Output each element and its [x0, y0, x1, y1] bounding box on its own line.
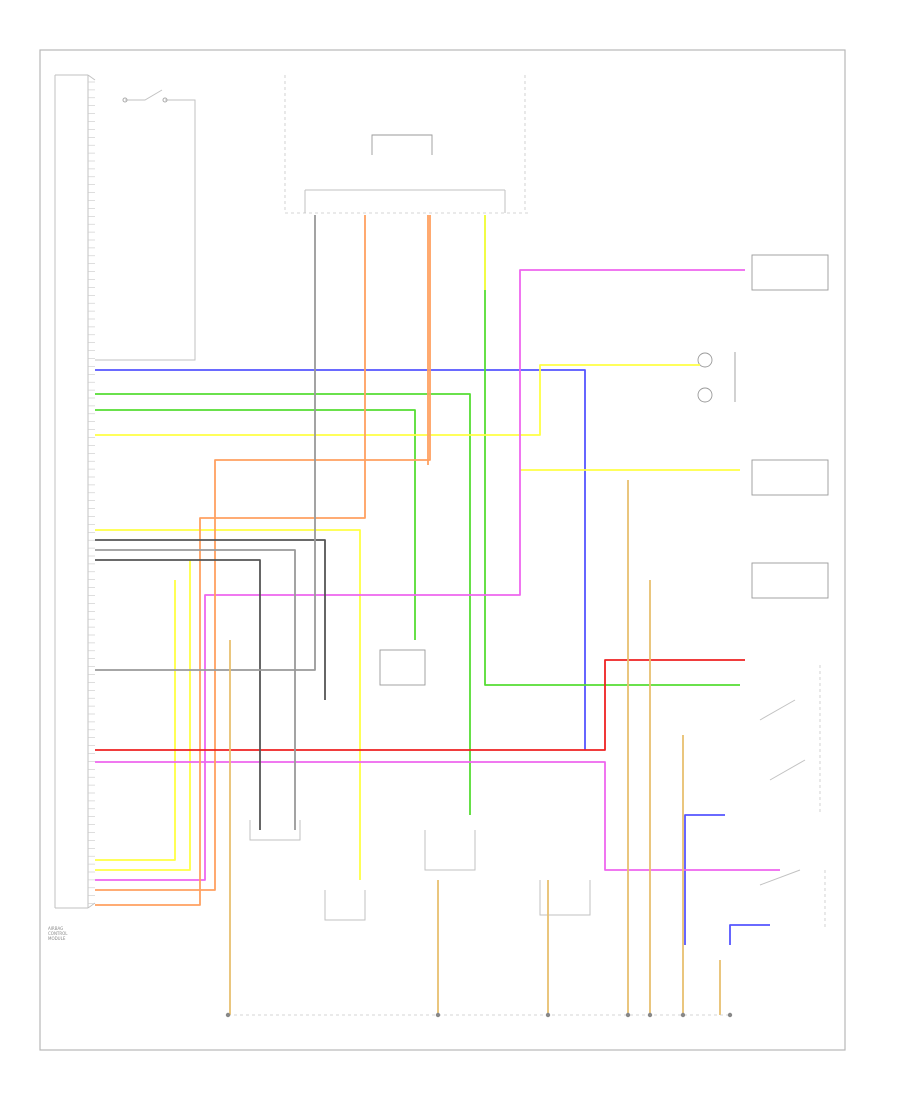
green-wire: [95, 409, 416, 640]
blue-wire: [95, 369, 586, 750]
ground-point: [647, 1012, 653, 1018]
buckle-switches: [759, 665, 826, 930]
module-pin-ticks: [88, 81, 95, 904]
blue-wire: [684, 814, 725, 945]
module-label-line: AIRBAG: [48, 926, 63, 931]
ground-point: [435, 1012, 441, 1018]
orange-wire: [95, 215, 431, 891]
darkgray-wire: [95, 539, 326, 700]
ground-point: [545, 1012, 551, 1018]
green-wire: [95, 393, 471, 815]
seat-sensor-box: [751, 254, 829, 291]
clockspring-coil-icons: [697, 352, 736, 403]
ground-point: [727, 1012, 733, 1018]
module-label-line: MODULE: [48, 936, 66, 941]
ground-point: [225, 1012, 231, 1018]
yellow-wire: [95, 560, 191, 871]
fuse-switch: [95, 89, 196, 361]
yellow-wire: [95, 580, 176, 861]
orange-wire: [95, 215, 366, 906]
midgray-wire: [95, 549, 296, 830]
airbag-control-module: [54, 74, 96, 909]
green-wire: [484, 215, 740, 686]
front-sensor-box: [751, 459, 829, 496]
lower-switches: [249, 649, 591, 921]
module-label-line: CONTROL: [48, 931, 68, 936]
wires: [95, 215, 780, 1015]
darkgray-wire: [95, 559, 261, 830]
module-label: AIRBAG CONTROL MODULE: [48, 926, 69, 941]
midgray-wire: [95, 215, 316, 671]
blue-wire: [729, 924, 770, 945]
yellow-wire: [95, 364, 700, 436]
clockspring-connector: [284, 75, 530, 214]
yellow-wire: [95, 529, 361, 880]
diagram-frame: [39, 49, 846, 1051]
side-sensor-box: [751, 562, 829, 599]
pink-wire: [95, 269, 745, 881]
ground-points: [225, 1012, 733, 1018]
red-wire: [95, 659, 745, 751]
ground-point: [625, 1012, 631, 1018]
ground-point: [680, 1012, 686, 1018]
pink-wire: [95, 761, 780, 871]
